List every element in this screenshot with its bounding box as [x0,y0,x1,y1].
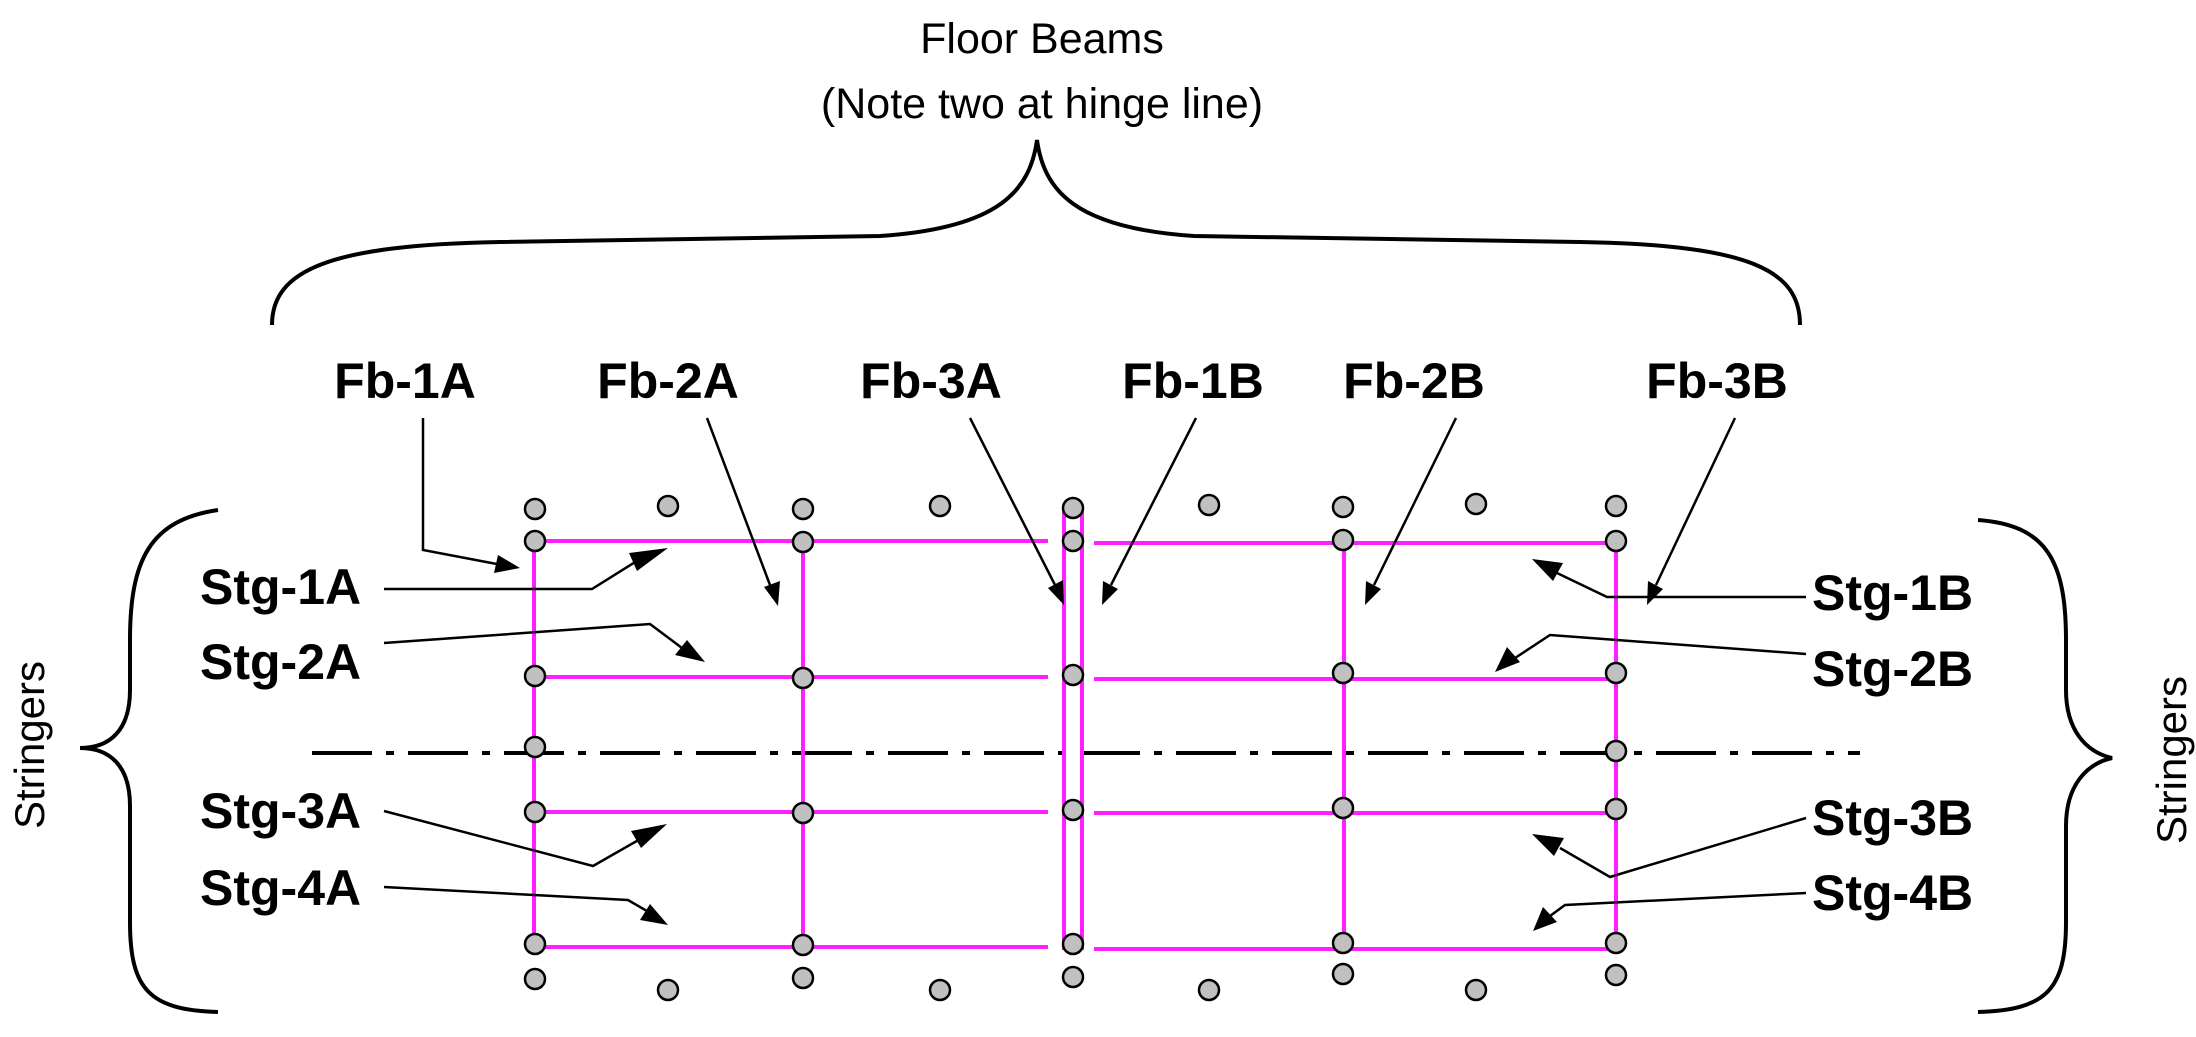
fb-1a-arrowhead [494,555,520,573]
stg-2a-arrowhead [675,640,705,662]
stg-4a-label: Stg-4A [200,860,361,916]
node [1331,528,1355,552]
structural-members [532,506,1618,951]
node [791,530,815,554]
right-stringers-brace [1977,518,2113,1014]
fb-3a-leader [968,417,1057,586]
node [523,497,547,521]
fb-3b-label: Fb-3B [1646,353,1788,409]
node [523,529,547,553]
node [1604,963,1628,987]
node [1331,962,1355,986]
node [523,932,547,956]
node [791,966,815,990]
node [1197,493,1221,517]
node [1197,978,1221,1002]
fb-3a-label: Fb-3A [860,353,1002,409]
stg-4a-leader [383,885,653,916]
node [1464,492,1488,516]
title-floor-beams: Floor Beams [920,15,1164,63]
stg-2b-arrowhead [1495,647,1520,672]
stg-4b-leader [1549,891,1807,918]
fb-2b-leader [1372,417,1458,586]
stg-1a-label: Stg-1A [200,559,361,615]
node [1464,978,1488,1002]
node [928,978,952,1002]
node [791,666,815,690]
fb-3b-arrowhead [1647,581,1663,605]
stg-1b-label: Stg-1B [1812,565,1973,621]
node [523,735,547,759]
stg-1a-arrowhead [629,548,668,571]
fb-2a-leader [705,417,772,586]
node [1331,796,1355,820]
stg-3a-arrowhead [631,824,667,848]
node [1061,663,1085,687]
node [523,967,547,991]
fb-1a-label: Fb-1A [334,353,476,409]
node [1331,661,1355,685]
stg-3a-label: Stg-3A [200,783,361,839]
floor-beams-brace [270,139,1802,326]
nodes [523,492,1628,1002]
node [523,800,547,824]
node [1331,495,1355,519]
node [656,978,680,1002]
right-stringers-label: Stringers [2148,676,2195,844]
arrowheads [494,548,1663,931]
stg-2a-label: Stg-2A [200,634,361,690]
stg-2b-leader [1511,633,1807,662]
node [791,801,815,825]
stg-4b-arrowhead [1533,907,1557,931]
fb-1b-label: Fb-1B [1122,353,1264,409]
node [1604,739,1628,763]
stg-4a-arrowhead [640,904,668,925]
stg-3b-leader [1559,816,1807,879]
node [1061,932,1085,956]
left-stringers-label: Stringers [6,661,53,829]
node [1061,496,1085,520]
fb-3a-arrowhead [1048,580,1064,605]
fb-2b-arrowhead [1365,581,1381,605]
fb-2a-arrowhead [764,581,780,606]
stg-1a-leader [384,557,641,591]
fb-3b-leader [1654,417,1737,586]
stg-2b-label: Stg-2B [1812,641,1973,697]
title-hinge-note: (Note two at hinge line) [821,80,1263,128]
fb-1b-arrowhead [1102,581,1118,605]
node [1604,529,1628,553]
node [1604,494,1628,518]
stg-3b-arrowhead [1532,834,1564,856]
stg-4b-label: Stg-4B [1812,865,1973,921]
left-stringers-brace [79,508,219,1014]
leader-lines [383,417,1807,918]
stg-3a-leader [383,809,643,868]
node [791,497,815,521]
node [1604,931,1628,955]
fb-1b-leader [1109,417,1198,586]
node [1604,661,1628,685]
stg-1b-arrowhead [1532,559,1563,581]
node [1061,965,1085,989]
node [1331,931,1355,955]
fb-2b-label: Fb-2B [1343,353,1485,409]
stg-2a-leader [383,622,683,649]
fb-1a-leader [421,418,503,567]
node [1061,529,1085,553]
node [791,933,815,957]
node [523,664,547,688]
node [656,494,680,518]
node [928,494,952,518]
stg-1b-leader [1556,571,1806,599]
node [1061,798,1085,822]
node [1604,797,1628,821]
stg-3b-label: Stg-3B [1812,790,1973,846]
fb-2a-label: Fb-2A [597,353,739,409]
